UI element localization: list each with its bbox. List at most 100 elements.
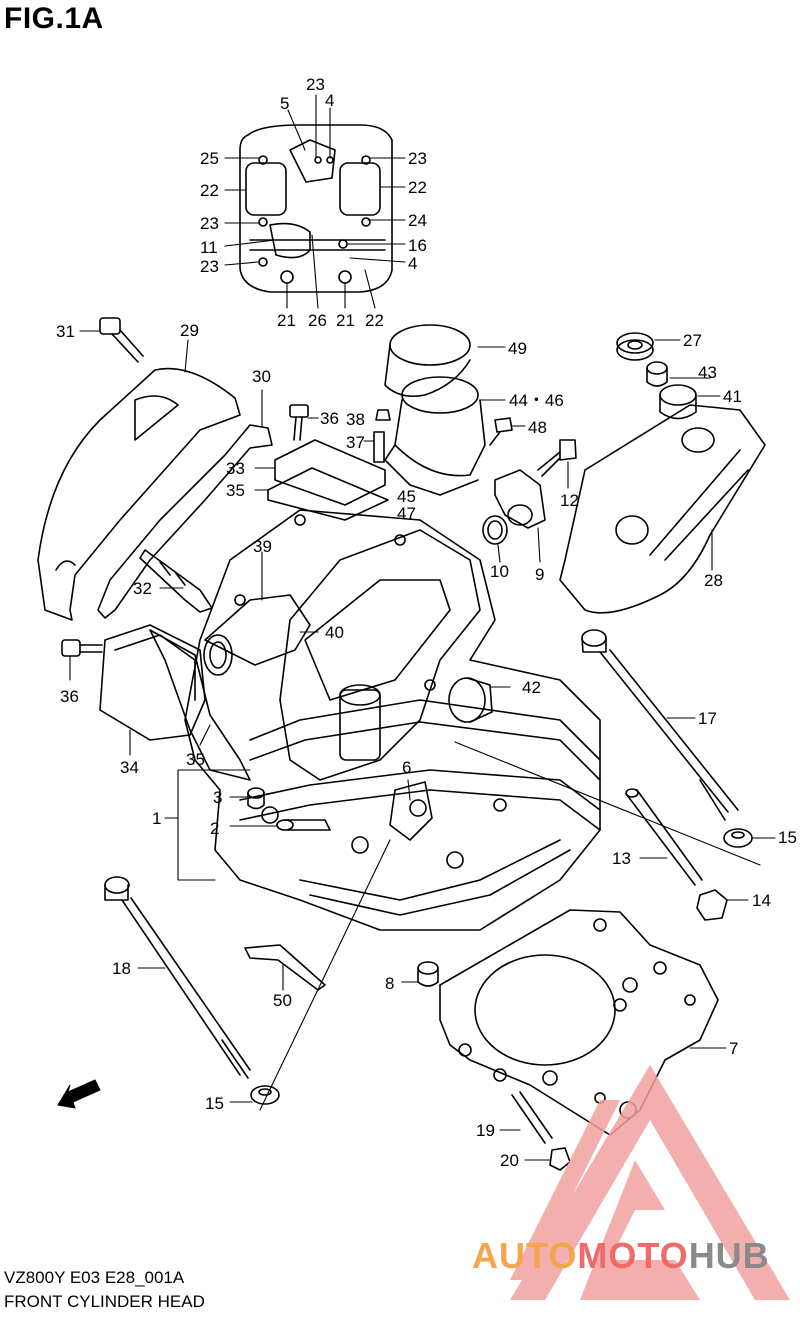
callout-26: 26 xyxy=(308,311,327,330)
callout-41: 41 xyxy=(723,387,742,406)
bracket-1 xyxy=(164,769,251,881)
figure-caption: FRONT CYLINDER HEAD xyxy=(4,1292,205,1311)
watermark-moto: MOTO xyxy=(577,1235,689,1276)
callout-14: 14 xyxy=(752,891,771,910)
stud-bolt-18 xyxy=(104,876,251,1079)
stud-bolt-17 xyxy=(581,629,739,821)
callout-27: 27 xyxy=(683,331,702,350)
callout-45: 45 xyxy=(397,487,416,506)
callout-40: 40 xyxy=(325,623,344,642)
cylinder-head-body xyxy=(184,509,601,931)
tappet-cover-34 xyxy=(99,624,206,756)
callout-49: 49 xyxy=(508,339,527,358)
gasket-35-lower xyxy=(149,629,251,781)
head-cover-inner-detail xyxy=(239,124,393,293)
callout-28: 28 xyxy=(704,571,723,590)
callout-23d: 23 xyxy=(200,257,219,276)
callout-15a: 15 xyxy=(778,828,797,847)
callout-17: 17 xyxy=(698,709,717,728)
callout-44-46: 44・46 xyxy=(509,391,564,410)
callout-4a: 4 xyxy=(325,91,335,110)
callout-15b: 15 xyxy=(205,1094,224,1113)
bolt-31 xyxy=(79,317,144,363)
callout-37: 37 xyxy=(346,433,365,452)
callout-16: 16 xyxy=(408,236,427,255)
callout-21b: 21 xyxy=(336,311,355,330)
pin-2 xyxy=(229,819,331,831)
callout-8: 8 xyxy=(385,974,395,993)
spark-plug-32 xyxy=(139,549,213,613)
nut-20 xyxy=(524,1147,571,1171)
callout-22b: 22 xyxy=(408,178,427,197)
callout-6: 6 xyxy=(402,758,412,777)
callout-22c: 22 xyxy=(365,311,384,330)
plug-42 xyxy=(448,677,511,723)
small-bolts-group xyxy=(289,404,577,489)
watermark-text: AUTOMOTOHUB xyxy=(472,1235,770,1277)
callout-18: 18 xyxy=(112,959,131,978)
washer-15-right xyxy=(723,828,776,848)
callout-3: 3 xyxy=(213,788,223,807)
callout-7: 7 xyxy=(729,1039,739,1058)
callout-30: 30 xyxy=(252,367,271,386)
callout-21a: 21 xyxy=(277,311,296,330)
bolt-36-lower xyxy=(61,639,103,681)
callout-29: 29 xyxy=(180,321,199,340)
nut-14 xyxy=(696,889,749,921)
fwd-arrow-icon xyxy=(57,1079,101,1109)
water-pipe-39-40 xyxy=(203,551,319,676)
callout-34: 34 xyxy=(120,758,139,777)
model-code: VZ800Y E03 E28_001A xyxy=(4,1268,185,1287)
callout-19: 19 xyxy=(476,1121,495,1140)
plate-33-gasket-35 xyxy=(254,439,389,521)
callout-4b: 4 xyxy=(408,254,418,273)
callout-23a: 23 xyxy=(306,75,325,94)
callout-2: 2 xyxy=(210,819,220,838)
callout-42: 42 xyxy=(522,678,541,697)
intake-pipe-49 xyxy=(384,324,506,496)
callout-35b: 35 xyxy=(186,750,205,769)
watermark-auto: AUTO xyxy=(472,1235,578,1276)
callout-50: 50 xyxy=(273,991,292,1010)
plate-50 xyxy=(244,944,326,991)
side-cover-29 xyxy=(37,339,241,621)
callout-35a: 35 xyxy=(226,481,245,500)
callout-48: 48 xyxy=(528,418,547,437)
callout-39: 39 xyxy=(253,537,272,556)
callout-13: 13 xyxy=(612,849,631,868)
callout-24: 24 xyxy=(408,211,427,230)
callout-47: 47 xyxy=(397,504,416,523)
callout-23c: 23 xyxy=(200,214,219,233)
washer-15-left xyxy=(229,1085,280,1105)
callout-1: 1 xyxy=(152,809,162,828)
stud-19 xyxy=(499,1091,553,1144)
callout-36b: 36 xyxy=(60,687,79,706)
gasket-30 xyxy=(97,389,273,619)
watermark-hub: HUB xyxy=(688,1235,770,1276)
watermark-logo-icon xyxy=(510,1065,790,1300)
dowel-8 xyxy=(401,961,439,987)
dowel-3 xyxy=(229,787,265,810)
cover-28 xyxy=(559,404,766,614)
callout-38: 38 xyxy=(346,410,365,429)
callout-20: 20 xyxy=(500,1151,519,1170)
callout-5: 5 xyxy=(280,94,290,113)
callout-33: 33 xyxy=(226,459,245,478)
callout-12: 12 xyxy=(560,491,579,510)
housing-9-oring-10 xyxy=(482,469,546,563)
callout-10: 10 xyxy=(490,562,509,581)
callout-25: 25 xyxy=(200,149,219,168)
callout-36a: 36 xyxy=(320,409,339,428)
cap-27-43-41 xyxy=(616,332,721,420)
callout-32: 32 xyxy=(133,579,152,598)
head-gasket-7 xyxy=(439,909,727,1136)
callout-23b: 23 xyxy=(408,149,427,168)
callout-43: 43 xyxy=(698,363,717,382)
callout-31: 31 xyxy=(56,322,75,341)
stud-13 xyxy=(625,788,703,886)
figure-title: FIG.1A xyxy=(4,2,104,35)
callout-9: 9 xyxy=(535,565,545,584)
callout-22a: 22 xyxy=(200,181,219,200)
callout-11: 11 xyxy=(200,238,218,257)
